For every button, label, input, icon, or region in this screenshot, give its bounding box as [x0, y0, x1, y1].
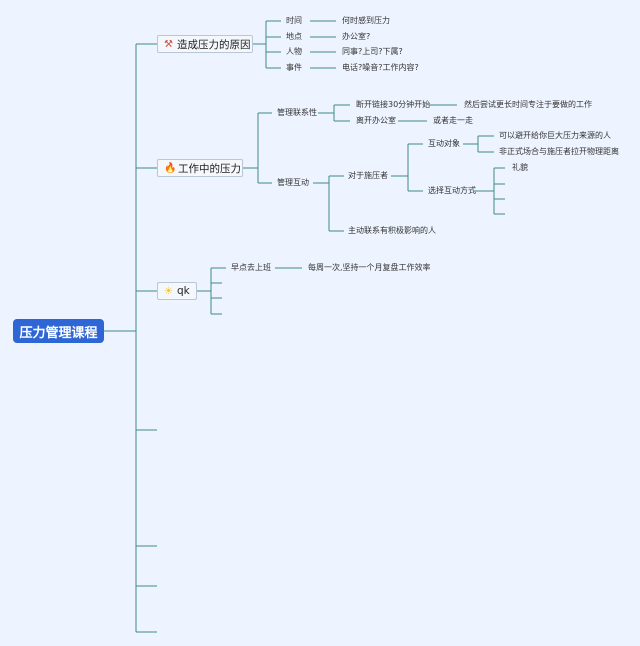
topic-label: qk — [176, 285, 190, 297]
branch-manage-interaction[interactable]: 管理互动 — [277, 178, 309, 187]
item-keep-physical-distance[interactable]: 非正式场合与施压者拉开物理距离 — [499, 147, 619, 156]
subtopic-people[interactable]: 人物 — [286, 47, 302, 56]
item-disconnect-30min[interactable]: 断开链接30分钟开始 — [356, 100, 431, 109]
item-disconnect-detail[interactable]: 然后尝试更长时间专注于要做的工作 — [464, 100, 592, 109]
item-interaction-target[interactable]: 互动对象 — [428, 139, 460, 148]
sun-icon: ☀ — [164, 285, 173, 297]
fire-icon: 🔥 — [164, 162, 177, 174]
item-choose-interaction-mode[interactable]: 选择互动方式 — [428, 186, 476, 195]
root-topic[interactable]: 压力管理课程 — [13, 319, 104, 343]
topic-label: 造成压力的原因 — [176, 38, 251, 51]
subtopic-place-detail[interactable]: 办公室? — [342, 32, 371, 41]
item-contact-positive-people[interactable]: 主动联系有积极影响的人 — [348, 226, 436, 235]
topic-label: 工作中的压力 — [178, 162, 241, 175]
item-leave-office[interactable]: 离开办公室 — [356, 116, 396, 125]
subtopic-event-detail[interactable]: 电话?噪音?工作内容? — [342, 63, 419, 72]
topic-causes-of-stress[interactable]: ⚒ 造成压力的原因 — [157, 35, 253, 53]
item-weekly-review[interactable]: 每周一次,坚持一个月复盘工作效率 — [308, 263, 431, 272]
item-toward-pressurer[interactable]: 对于施压者 — [348, 171, 388, 180]
topic-work-stress[interactable]: 🔥 工作中的压力 — [157, 159, 243, 177]
topic-qk[interactable]: ☀ qk — [157, 282, 197, 300]
item-go-to-work-early[interactable]: 早点去上班 — [231, 263, 271, 272]
branch-manage-connectivity[interactable]: 管理联系性 — [277, 108, 317, 117]
item-leave-office-detail[interactable]: 或者走一走 — [433, 116, 473, 125]
subtopic-people-detail[interactable]: 同事?上司?下属? — [342, 47, 403, 56]
item-avoid-stress-source[interactable]: 可以避开给你巨大压力来源的人 — [499, 131, 611, 140]
subtopic-event[interactable]: 事件 — [286, 63, 302, 72]
subtopic-time[interactable]: 时间 — [286, 16, 302, 25]
subtopic-place[interactable]: 地点 — [286, 32, 302, 41]
hammer-icon: ⚒ — [164, 38, 173, 50]
subtopic-time-detail[interactable]: 何时感到压力 — [342, 16, 390, 25]
item-polite[interactable]: 礼貌 — [512, 163, 528, 172]
